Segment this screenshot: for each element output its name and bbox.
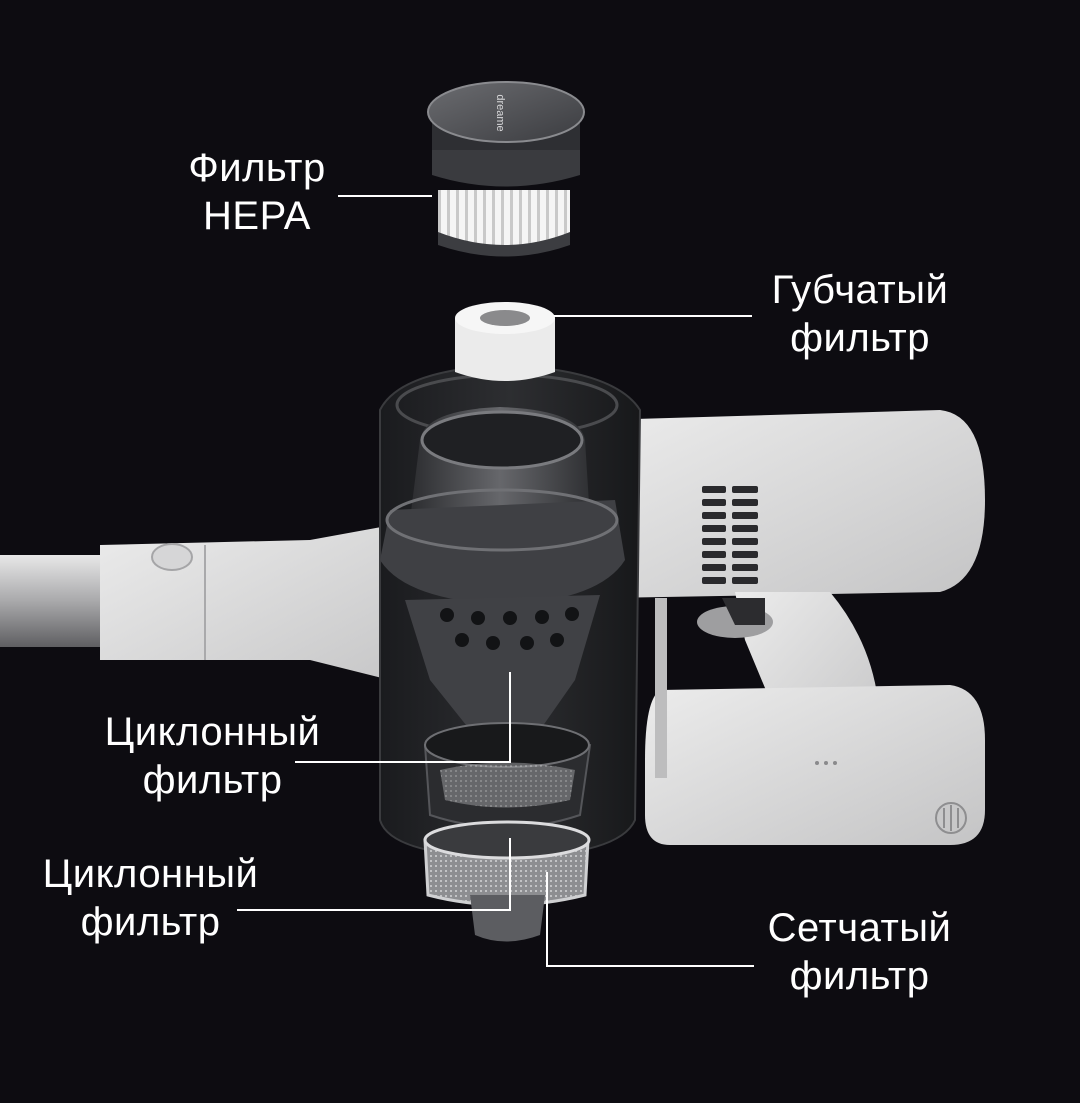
motor-vent-grille — [702, 486, 758, 584]
mesh-filter — [423, 820, 591, 942]
callout-cyclone-2-line1: Циклонный — [42, 852, 259, 896]
callout-cyclone-2-line2: фильтр — [80, 900, 221, 944]
callout-cyclone-filter-2: Циклонный фильтр — [18, 850, 283, 946]
callout-hepa-line1: Фильтр — [188, 146, 326, 190]
leader-lines — [237, 195, 754, 967]
battery-pack — [645, 685, 985, 845]
callout-hepa-filter: Фильтр HEPA — [172, 144, 342, 240]
hepa-filter: dreame — [427, 81, 585, 257]
wand-tube — [0, 520, 430, 690]
callout-mesh-line1: Сетчатый — [767, 906, 952, 950]
callout-cyclone-1-line1: Циклонный — [104, 710, 321, 754]
callout-hepa-line2: HEPA — [203, 194, 311, 238]
leader-line-cyclone-1 — [295, 672, 511, 763]
callout-cyclone-1-line2: фильтр — [142, 758, 283, 802]
leader-line-mesh — [546, 872, 754, 967]
lower-cyclone-cup — [423, 722, 592, 829]
cyclone-assembly — [380, 407, 625, 730]
callout-mesh-filter: Сетчатый фильтр — [752, 904, 967, 1000]
release-button — [151, 543, 193, 571]
callout-sponge-filter: Губчатый фильтр — [755, 266, 965, 362]
hepa-brand-mark: dreame — [494, 94, 506, 131]
callout-sponge-line1: Губчатый — [771, 268, 949, 312]
callout-cyclone-filter-1: Циклонный фильтр — [80, 708, 345, 804]
hepa-cap — [427, 81, 585, 143]
leader-line-cyclone-2 — [237, 838, 511, 911]
callout-sponge-line2: фильтр — [790, 316, 930, 360]
sponge-filter — [455, 302, 555, 381]
callout-mesh-line2: фильтр — [789, 954, 930, 998]
motor-body — [600, 410, 985, 845]
